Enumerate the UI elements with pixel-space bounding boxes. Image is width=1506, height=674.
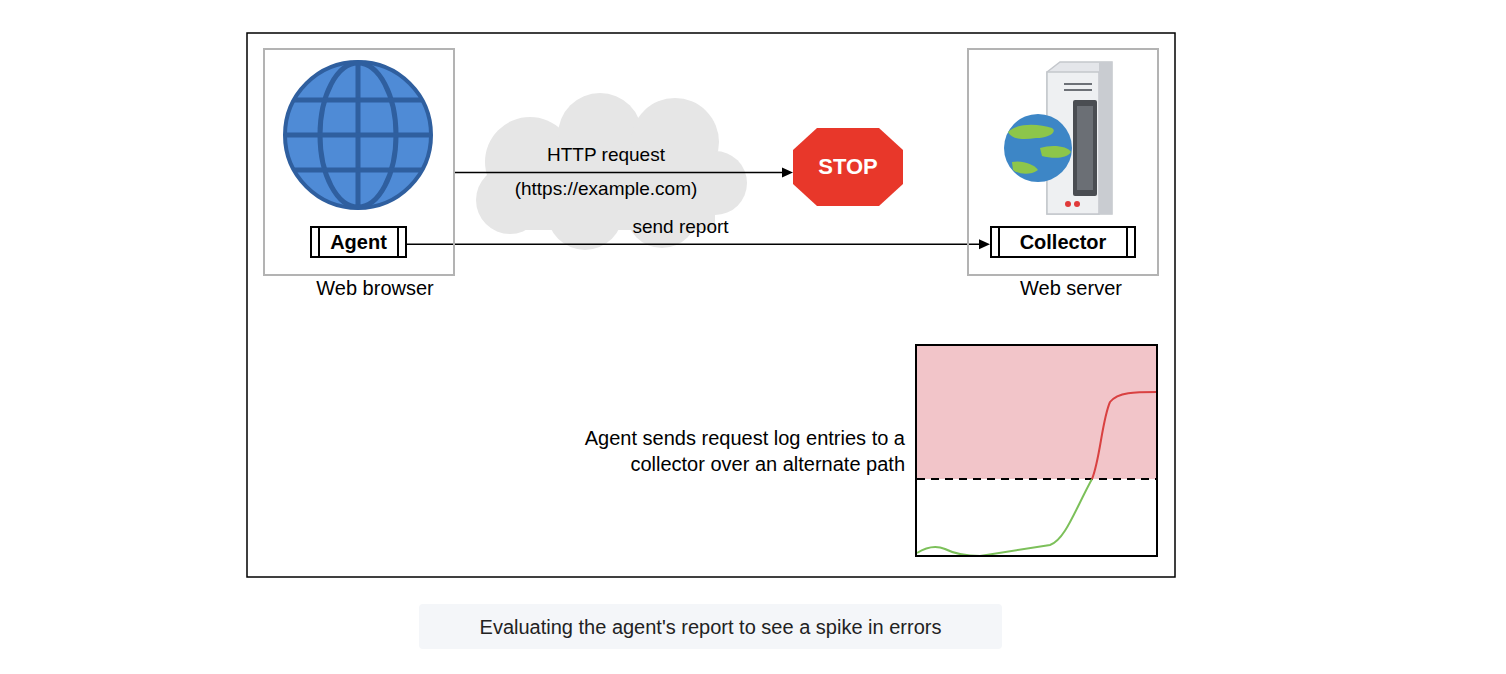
stop-sign: STOP — [793, 128, 903, 206]
connector-line — [407, 243, 979, 245]
process-bar — [318, 228, 320, 256]
caption-text: Evaluating the agent's report to see a s… — [480, 615, 942, 639]
node-caption: Web server — [1016, 277, 1126, 299]
outer-frame — [247, 33, 1175, 577]
connector — [407, 239, 990, 249]
connector — [455, 167, 793, 177]
stop-label: STOP — [818, 154, 878, 180]
edge-label: send report — [573, 210, 788, 244]
collector-box: Collector — [990, 226, 1136, 258]
globe-icon — [285, 62, 431, 208]
connector-line — [455, 172, 782, 174]
process-label: Agent — [330, 230, 387, 254]
caption-box: Evaluating the agent's report to see a s… — [419, 604, 1002, 649]
agent-box: Agent — [310, 226, 407, 258]
error-chart — [916, 345, 1157, 556]
process-bar — [998, 228, 1000, 256]
server-box: Web serverCollector — [967, 48, 1159, 276]
arrow-head — [979, 239, 990, 249]
browser-box: Web browserAgent — [263, 48, 455, 276]
process-bar — [397, 228, 399, 256]
process-label: Collector — [1020, 230, 1107, 254]
edge-label: HTTP request (https://example.com) — [499, 138, 714, 206]
stop-shape — [793, 128, 903, 206]
server-icon — [1004, 62, 1112, 214]
node-caption: Web browser — [312, 277, 437, 299]
arrow-head — [782, 167, 793, 177]
note-text: Agent sends request log entries to a col… — [535, 425, 905, 477]
process-bar — [1126, 228, 1128, 256]
